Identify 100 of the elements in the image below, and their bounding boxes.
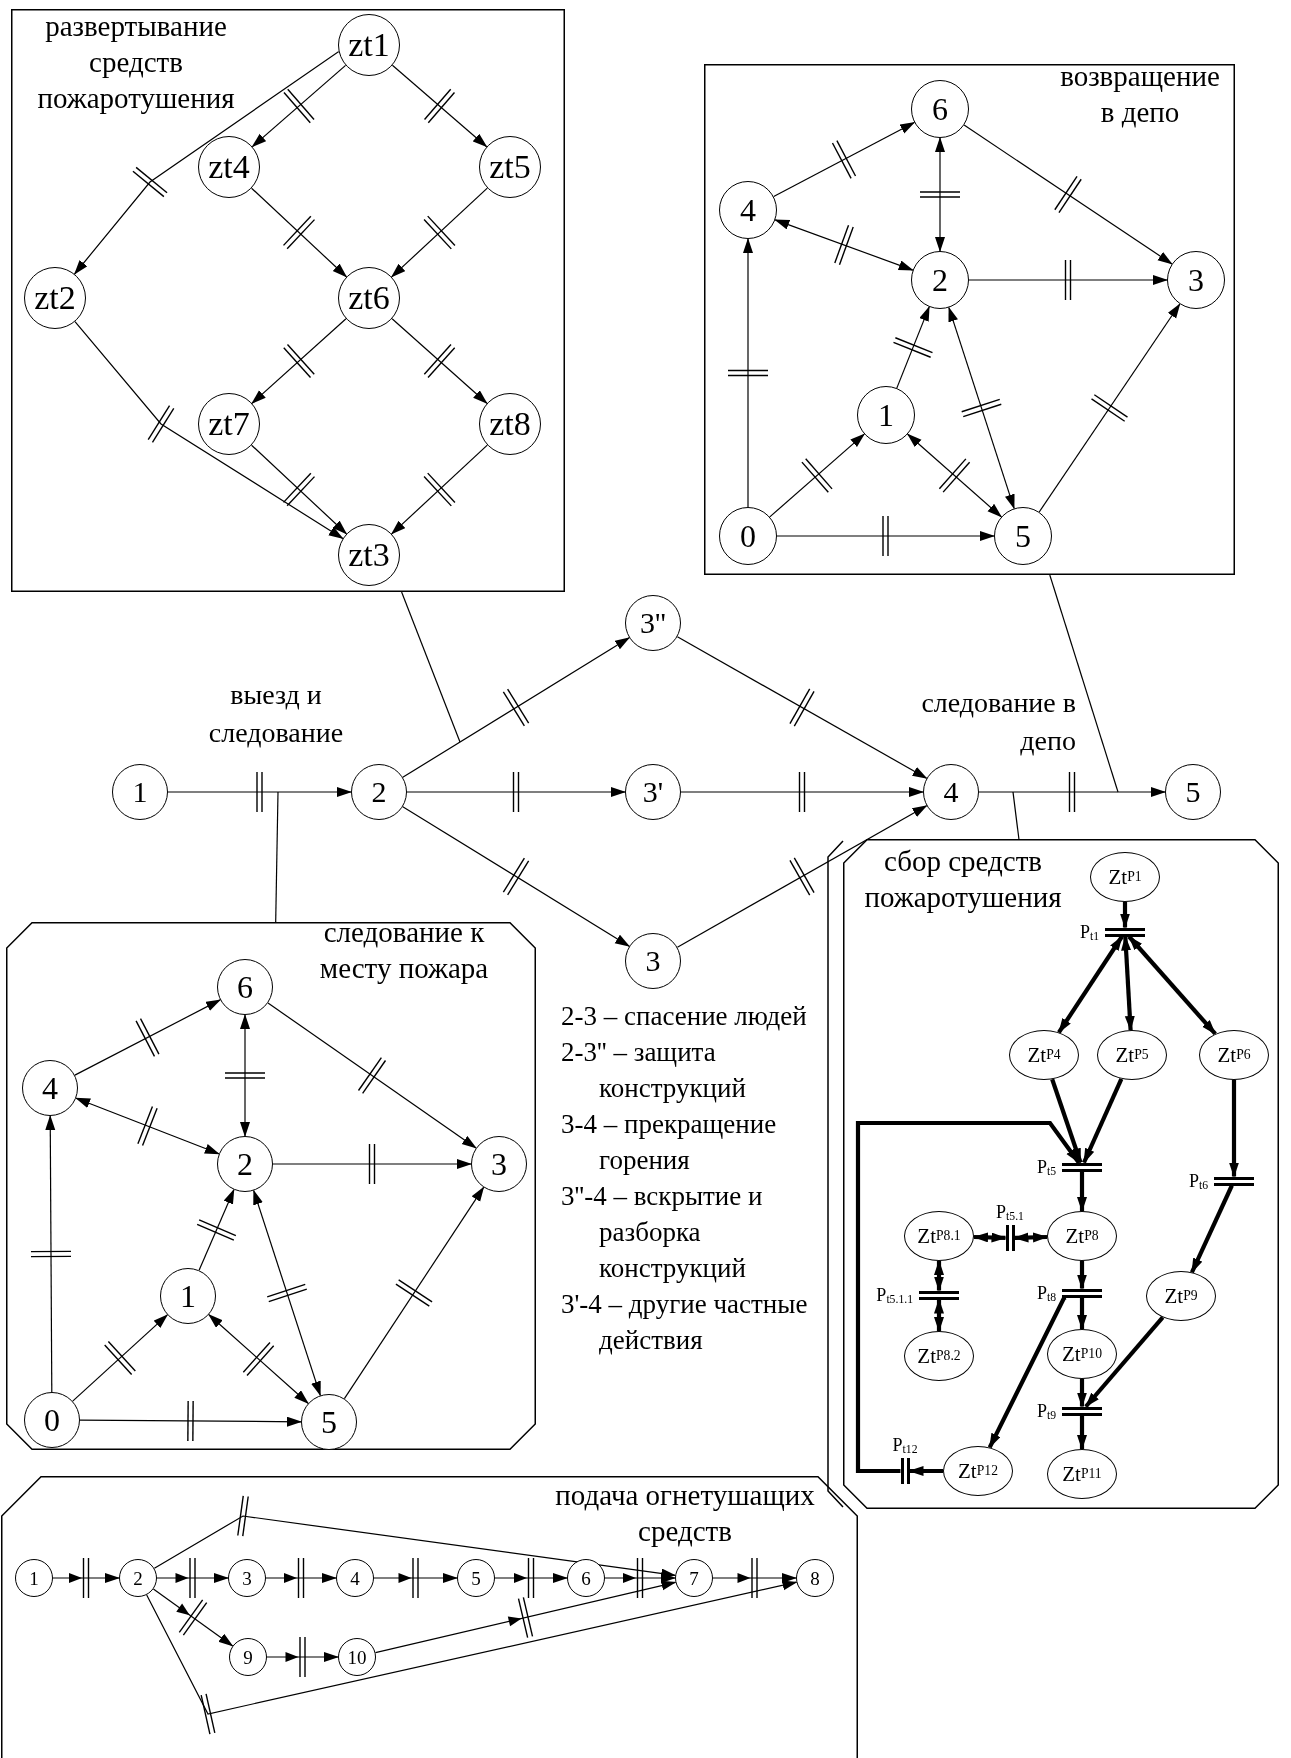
panel-title: возвращение в депо <box>1059 59 1221 130</box>
state-circle: 4 <box>336 1559 374 1597</box>
arrow <box>494 1573 568 1583</box>
arrow <box>153 1515 677 1579</box>
arrow <box>272 1159 472 1169</box>
transition-bar <box>919 1290 959 1300</box>
arrow <box>1077 1415 1087 1450</box>
state-circle: 2 <box>351 764 407 820</box>
arrow <box>79 1416 302 1427</box>
double-arrow <box>1013 1232 1048 1243</box>
arrow <box>73 51 340 275</box>
transition-label: P$_{t1}$ <box>1079 923 1099 941</box>
arrow <box>676 636 928 779</box>
arrow <box>676 805 928 948</box>
arrow <box>402 637 631 778</box>
stage-label: выезд и следование <box>207 678 345 750</box>
arrow <box>406 787 626 797</box>
transition-label: P$_{t9}$ <box>1036 1402 1056 1420</box>
state-circle: zt1 <box>338 14 400 76</box>
transition-label: P$_{t6}$ <box>1188 1172 1208 1190</box>
arrow <box>391 318 488 404</box>
panel-title: подача огнетушащих средств <box>554 1478 816 1549</box>
arrow <box>267 1002 477 1149</box>
arrow <box>265 1573 337 1583</box>
state-circle: 5 <box>994 507 1052 565</box>
transition-bar <box>1105 927 1145 937</box>
panel-title: следование к месту пожара <box>318 915 490 986</box>
transition-bar <box>1062 1288 1102 1298</box>
double-arrow <box>75 1097 220 1155</box>
arrow <box>1120 902 1130 929</box>
transition-label: P$_{t5.1}$ <box>996 1203 1024 1221</box>
arrow <box>773 121 916 198</box>
diagram-panel <box>1 1476 858 1758</box>
arrow <box>251 187 348 278</box>
note-text: 3'-4 – другие частные действия <box>561 1288 809 1357</box>
transition-bar <box>1005 1225 1015 1251</box>
arrow <box>391 64 488 148</box>
double-arrow <box>1121 935 1135 1031</box>
arrow <box>1077 1171 1087 1212</box>
note-text: 2-3'' – защита конструкций <box>561 1036 747 1105</box>
arrow <box>72 1314 169 1402</box>
state-circle: 3 <box>228 1559 266 1597</box>
panel-title: развертывание средств пожаротушения <box>36 9 236 116</box>
arrow <box>604 1573 676 1583</box>
state-circle: 2 <box>217 1136 273 1192</box>
double-arrow <box>1127 935 1217 1036</box>
arrow <box>146 1580 798 1715</box>
arrow <box>198 1188 235 1271</box>
state-circle: 7 <box>675 1559 713 1597</box>
state-circle: zt6 <box>338 267 400 329</box>
double-arrow <box>935 137 945 252</box>
transition-bar <box>900 1458 910 1484</box>
diagram-panel <box>11 9 565 592</box>
leader-line <box>401 591 461 743</box>
arrow <box>1077 1261 1087 1290</box>
state-circle: 5 <box>1165 764 1221 820</box>
state-circle: 3' <box>625 764 681 820</box>
leader-line <box>1049 574 1119 793</box>
double-arrow <box>934 1298 944 1332</box>
arrow <box>987 1295 1067 1449</box>
double-arrow <box>253 1189 321 1397</box>
arrow <box>402 806 631 947</box>
state-circle: 8 <box>796 1559 834 1597</box>
note-text: 3-4 – прекращение горения <box>561 1108 778 1177</box>
double-arrow <box>948 306 1015 510</box>
state-circle: 3 <box>471 1136 527 1192</box>
arrow <box>1084 1315 1165 1408</box>
arrow <box>156 1573 229 1583</box>
arrow <box>45 1115 56 1393</box>
diagram-panel <box>6 922 536 1450</box>
state-circle: 1 <box>160 1268 216 1324</box>
double-arrow <box>774 219 914 271</box>
arrow <box>978 787 1166 797</box>
arrow <box>1077 1379 1087 1408</box>
state-circle: 3 <box>625 933 681 989</box>
arrow <box>968 275 1168 285</box>
arrow <box>251 64 347 148</box>
panel-title: сбор средств пожаротушения <box>863 844 1063 915</box>
state-circle: 6 <box>567 1559 605 1597</box>
state-circle: 3'' <box>625 595 681 651</box>
arrow <box>343 1186 485 1400</box>
arrow <box>251 444 348 535</box>
arrow <box>74 999 221 1076</box>
state-circle: 10 <box>338 1638 376 1676</box>
state-circle: 0 <box>24 1392 80 1448</box>
arrow <box>167 787 352 797</box>
arrow <box>52 1573 120 1583</box>
arrow <box>390 444 488 535</box>
double-arrow <box>208 1314 309 1404</box>
state-circle: zt3 <box>338 524 400 586</box>
transition-bar <box>1062 1162 1102 1172</box>
state-circle: 3 <box>1167 251 1225 309</box>
stage-label: следование в депо <box>920 686 1076 758</box>
arrow <box>908 1466 943 1476</box>
arrow <box>743 238 753 508</box>
state-circle: 1 <box>15 1559 53 1597</box>
transition-label: P$_{t5.1.1}$ <box>876 1286 913 1304</box>
arrow <box>963 124 1173 265</box>
diagram-panel <box>704 64 1235 575</box>
arrow <box>896 305 930 389</box>
